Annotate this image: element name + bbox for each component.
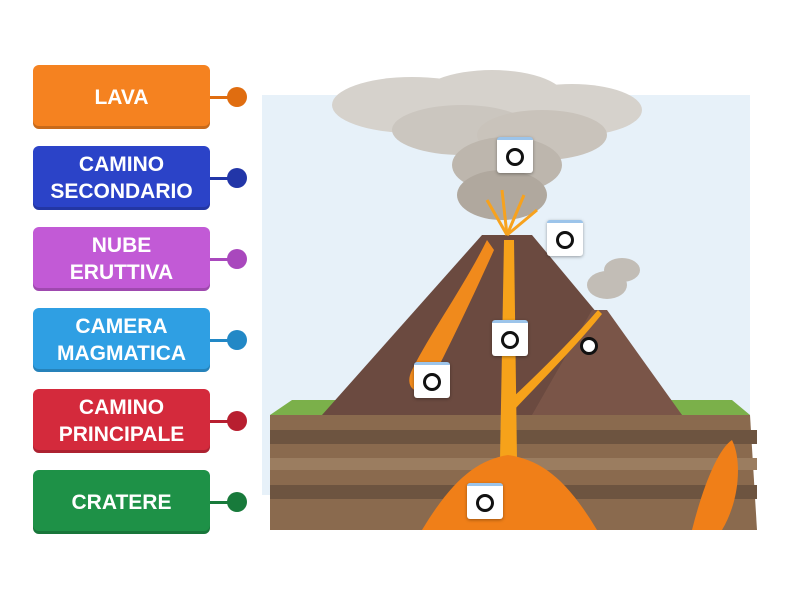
magma-chamber — [422, 455, 597, 530]
label-connector-dot — [227, 492, 247, 512]
label-text: NUBE ERUTTIVA — [69, 234, 174, 284]
label-button-1[interactable]: LAVA — [33, 65, 210, 129]
label-connector — [210, 96, 234, 99]
secondary-conduit — [510, 310, 602, 410]
label-button-4[interactable]: CAMERA MAGMATICA — [33, 308, 210, 372]
drop-marker-5[interactable] — [467, 483, 503, 519]
label-button-2[interactable]: CAMINO SECONDARIO — [33, 146, 210, 210]
circle-icon — [423, 372, 441, 391]
magma-pocket-right — [692, 440, 738, 530]
label-text: CAMINO PRINCIPALE — [58, 396, 185, 446]
label-text: CAMERA MAGMATICA — [56, 315, 187, 365]
circle-icon — [501, 330, 519, 349]
label-connector — [210, 501, 234, 504]
label-connector-dot — [227, 249, 247, 269]
secondary-steam — [587, 258, 640, 299]
drop-marker-4[interactable] — [414, 362, 450, 398]
drop-marker-2[interactable] — [547, 220, 583, 256]
circle-icon — [476, 493, 494, 512]
circle-icon — [506, 147, 524, 166]
label-text: LAVA — [94, 85, 149, 109]
drop-marker-6[interactable] — [580, 337, 598, 355]
drop-marker-3[interactable] — [492, 320, 528, 356]
label-connector — [210, 258, 234, 261]
secondary-cone — [532, 310, 682, 415]
label-text: CAMINO SECONDARIO — [50, 153, 193, 203]
lava-flow-left — [409, 240, 494, 391]
label-connector — [210, 339, 234, 342]
label-button-3[interactable]: NUBE ERUTTIVA — [33, 227, 210, 291]
label-connector — [210, 177, 234, 180]
circle-icon — [556, 230, 574, 249]
eruption-glow — [485, 189, 538, 237]
label-connector — [210, 420, 234, 423]
label-connector-dot — [227, 168, 247, 188]
label-connector-dot — [227, 87, 247, 107]
label-text: CRATERE — [71, 490, 172, 514]
drop-marker-1[interactable] — [497, 137, 533, 173]
label-connector-dot — [227, 330, 247, 350]
label-button-6[interactable]: CRATERE — [33, 470, 210, 534]
label-button-5[interactable]: CAMINO PRINCIPALE — [33, 389, 210, 453]
label-connector-dot — [227, 411, 247, 431]
